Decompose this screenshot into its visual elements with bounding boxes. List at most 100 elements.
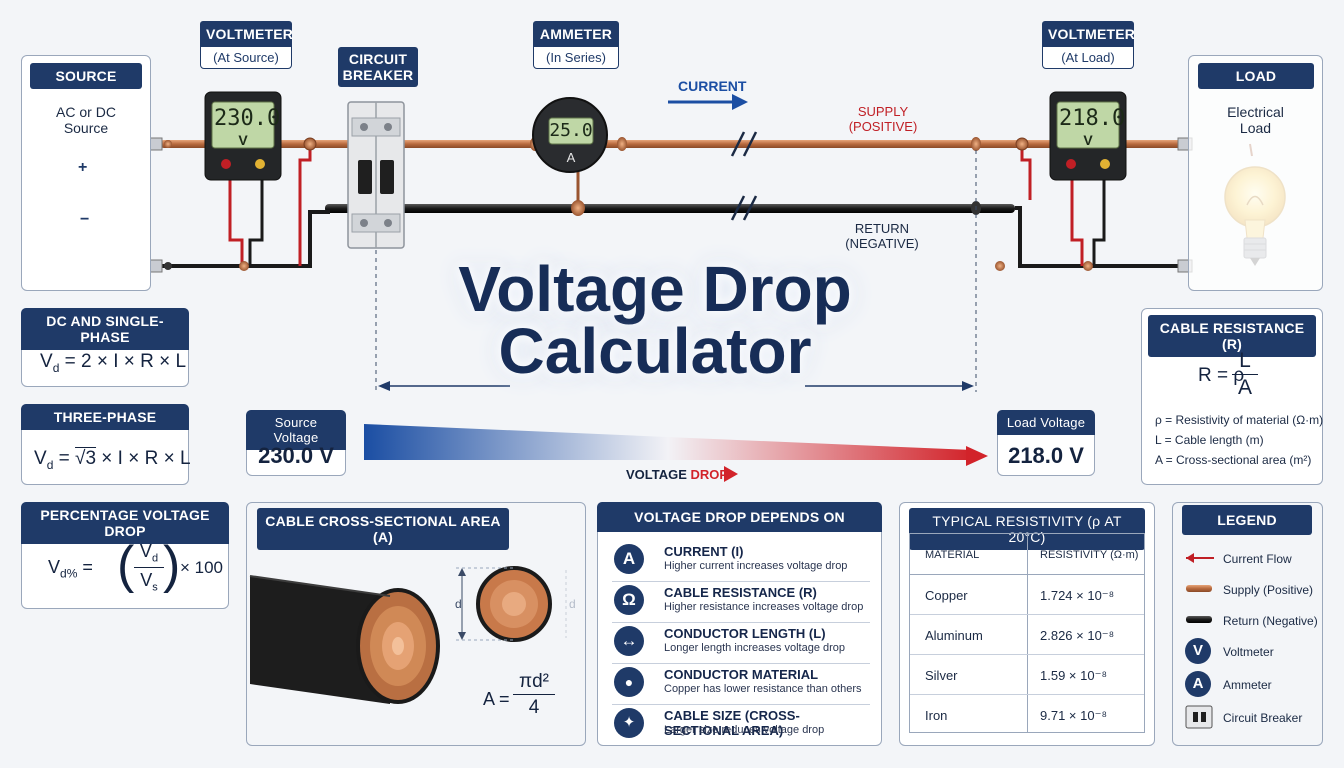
ammeter-sublabel: (In Series) (533, 46, 619, 69)
three-phase-sqrt: √3 (75, 448, 97, 469)
source-desc-line2: Source (63, 120, 109, 136)
cable-resistance-fraction: L A (1232, 349, 1258, 400)
cable-resistance-label: CABLE RESISTANCE (R) (1148, 315, 1316, 357)
main-title-line2: Calculator (498, 315, 812, 387)
legend-label: LEGEND (1182, 505, 1312, 535)
voltage-drop-wedge (364, 424, 988, 466)
supply-label: SUPPLY (POSITIVE) (846, 104, 920, 134)
depends-item-title: CONDUCTOR MATERIAL (664, 667, 819, 682)
supply-label-line1: SUPPLY (857, 104, 909, 119)
table-header-material: MATERIAL (925, 549, 980, 561)
table-header-resistivity: RESISTIVITY (Ω·m) (1040, 549, 1139, 561)
cross-section-panel: CABLE CROSS-SECTIONAL AREA (A) d d A = π… (246, 502, 586, 746)
voltage-drop-label-b: DROP (690, 467, 729, 482)
depends-item-desc: Higher current increases voltage drop (664, 560, 848, 572)
resistivity-panel: TYPICAL RESISTIVITY (ρ AT 20°C) MATERIAL… (899, 502, 1155, 746)
dc-formula-lhs-sub: d (52, 360, 60, 375)
supply-label-line2: (POSITIVE) (848, 119, 918, 134)
voltmeter-source-sublabel: (At Source) (200, 46, 292, 69)
depends-item-title: CABLE SIZE (CROSS-SECTIONAL AREA) (664, 708, 800, 738)
voltmeter-source-label: VOLTMETER (200, 21, 293, 47)
dc-formula: Vd = 2 × I × R × L (40, 351, 186, 375)
source-desc: AC or DC Source (22, 104, 150, 136)
three-phase-rhs: × I × R × L (96, 448, 191, 469)
current-label: CURRENT (678, 78, 747, 94)
depends-item-title: CABLE RESISTANCE (R) (664, 585, 817, 600)
current-icon: A (614, 544, 644, 574)
dc-formula-lhs: V (40, 351, 53, 372)
three-phase-formula: Vd = √3 × I × R × L (34, 448, 191, 472)
cross-section-d-label-right: d (569, 597, 576, 611)
table-row-aluminum-material: Aluminum (925, 628, 983, 643)
omega-icon: Ω (614, 585, 644, 615)
legend-breaker: Circuit Breaker (1223, 711, 1303, 725)
breaker-label-line2: BREAKER (342, 67, 414, 83)
dc-formula-label: DC AND SINGLE-PHASE (21, 308, 189, 350)
voltmeter-source-unit: V (238, 132, 248, 148)
depends-item: ✦ CABLE SIZE (CROSS-SECTIONAL AREA) Larg… (612, 705, 870, 745)
percentage-mult: × 100 (180, 558, 224, 577)
source-voltage-label: Source Voltage (246, 410, 346, 450)
cable-size-icon: ✦ (614, 708, 644, 738)
voltmeter-load-sublabel: (At Load) (1042, 46, 1134, 69)
table-row-copper-value: 1.724 × 10⁻⁸ (1040, 588, 1115, 603)
source-plus-sign: + (78, 159, 88, 176)
percentage-lhs: Vd% = (48, 557, 93, 581)
cross-section-lhs: A = (483, 689, 510, 709)
source-voltage-panel: Source Voltage 230.0 V (246, 410, 346, 476)
three-phase-lhs: V (34, 448, 47, 469)
return-label-line2: (NEGATIVE) (845, 236, 919, 251)
three-phase-panel: THREE-PHASE Vd = √3 × I × R × L (21, 404, 191, 485)
cable-resistance-num: L (1232, 349, 1258, 375)
cable-resistance-den: A (1237, 376, 1252, 399)
cable-resistance-l-desc: L = Cable length (m) (1155, 433, 1264, 447)
voltmeter-source-reading: 230.0 (214, 106, 281, 131)
return-wire (325, 204, 1015, 213)
source-minus-sign: − (80, 211, 90, 228)
table-row-silver-material: Silver (925, 668, 958, 683)
percentage-paren-right: ) (163, 536, 181, 594)
cable-resistance-a-desc: A = Cross-sectional area (m²) (1155, 453, 1312, 467)
cross-section-num: πd² (513, 671, 555, 695)
cross-section-fraction: πd² 4 (513, 671, 555, 719)
cross-section-circle (456, 566, 567, 642)
ammeter-reading: 25.0 (549, 120, 593, 141)
source-panel: SOURCE AC or DC Source + − (21, 55, 151, 291)
voltmeter-load-unit: V (1083, 132, 1093, 148)
ammeter-label: AMMETER (533, 21, 619, 47)
voltmeter-load-label: VOLTMETER (1042, 21, 1135, 47)
depends-item-desc: Larger size reduces voltage drop (664, 724, 825, 736)
cable-resistance-lhs: R = ρ (1198, 365, 1245, 386)
ammeter-icon: A (1185, 671, 1211, 697)
table-row-aluminum-value: 2.826 × 10⁻⁸ (1040, 628, 1115, 643)
dc-formula-panel: DC AND SINGLE-PHASE Vd = 2 × I × R × L (21, 308, 189, 387)
breaker-label: CIRCUIT BREAKER (338, 47, 418, 87)
depends-item-desc: Higher resistance increases voltage drop (664, 601, 864, 613)
supply-wire (160, 140, 1190, 148)
load-desc: Electrical Load (1189, 104, 1322, 136)
load-voltage-value: 218.0 V (1008, 443, 1084, 468)
cross-section-label: CABLE CROSS-SECTIONAL AREA (A) (257, 508, 509, 550)
depends-item-desc: Copper has lower resistance than others (664, 683, 862, 695)
current-arrow (668, 94, 748, 110)
legend-supply: Supply (Positive) (1223, 583, 1314, 597)
length-arrow-icon: ↔ (614, 626, 644, 656)
depends-item: Ω CABLE RESISTANCE (R) Higher resistance… (612, 582, 870, 623)
main-title-line1: Voltage Drop (458, 253, 852, 325)
source-label: SOURCE (30, 63, 142, 89)
three-phase-lhs-sub: d (46, 457, 54, 472)
load-voltage-panel: Load Voltage 218.0 V (997, 410, 1095, 476)
table-row-copper-material: Copper (925, 588, 968, 603)
cross-section-d-label: d (455, 597, 462, 611)
legend-voltmeter: Voltmeter (1223, 645, 1274, 659)
dc-formula-rhs: = 2 × I × R × L (64, 351, 187, 372)
resistivity-table: MATERIAL RESISTIVITY (Ω·m) Copper 1.724 … (909, 533, 1145, 733)
return-label: RETURN (NEGATIVE) (842, 221, 922, 251)
load-desc-line2: Load (1239, 120, 1272, 136)
breaker-label-line1: CIRCUIT (348, 51, 408, 67)
table-row-iron-value: 9.71 × 10⁻⁸ (1040, 708, 1107, 723)
cable-illustration (249, 575, 440, 704)
cable-resistance-panel: CABLE RESISTANCE (R) R = ρ L A ρ = Resis… (1141, 308, 1323, 485)
legend-panel: LEGEND Current Flow Supply (Positive) Re… (1172, 502, 1323, 746)
